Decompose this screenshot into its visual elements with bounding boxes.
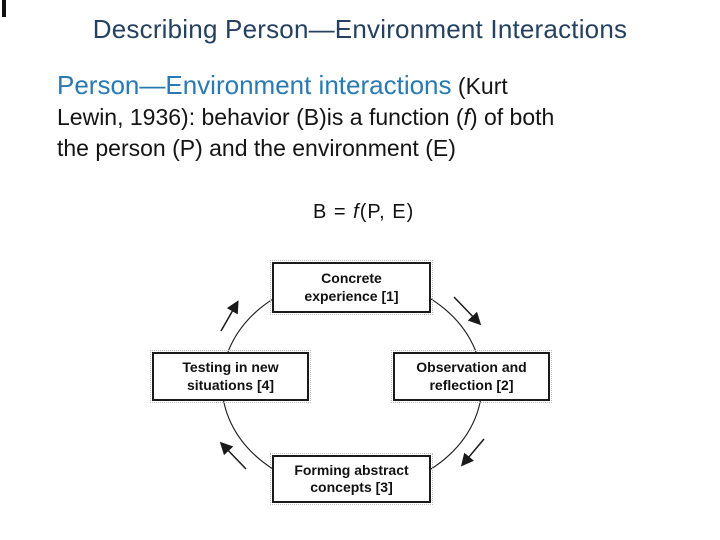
page-title: Describing Person—Environment Interactio… xyxy=(92,14,628,44)
node-label-line: Observation and xyxy=(416,359,527,375)
formula-post: (P, E) xyxy=(359,201,415,223)
node-label-line: Concrete xyxy=(321,270,382,286)
formula: B = f(P, E) xyxy=(313,201,414,224)
body-line2-post: ) of both xyxy=(469,104,555,130)
body-italic-f: f xyxy=(463,104,470,130)
body-line1-rest: (Kurt xyxy=(451,73,508,99)
formula-italic-f: f xyxy=(353,201,360,223)
arrow-forming-to-testing-icon xyxy=(219,441,247,470)
arrow-concrete-to-observation-icon xyxy=(453,296,482,326)
node-label-line: Testing in new xyxy=(182,359,279,375)
node-label-line: situations [4] xyxy=(186,376,275,393)
node-label-line: concepts [3] xyxy=(310,479,393,495)
corner-mark xyxy=(2,0,6,17)
body-highlight-text: Person—Environment interactions xyxy=(57,70,452,100)
node-forming-abstract-concepts: Forming abstract concepts [3] xyxy=(270,453,433,505)
arrow-observation-to-forming-icon xyxy=(460,438,485,467)
formula-pre: B = xyxy=(313,201,354,223)
node-label-line: experience [1] xyxy=(304,287,399,304)
node-observation-reflection: Observation and reflection [2] xyxy=(391,350,552,403)
node-testing-new-situations: Testing in new situations [4] xyxy=(150,350,311,403)
node-label-line: Forming abstract xyxy=(294,461,409,478)
node-label-line: reflection [2] xyxy=(429,376,514,393)
body-line2-pre: Lewin, 1936): behavior (B)is a function … xyxy=(57,104,464,130)
arrow-testing-to-concrete-icon xyxy=(220,300,239,332)
body-line3: the person (P) and the environment (E) xyxy=(57,135,456,161)
node-concrete-experience: Concrete experience [1] xyxy=(270,260,433,315)
